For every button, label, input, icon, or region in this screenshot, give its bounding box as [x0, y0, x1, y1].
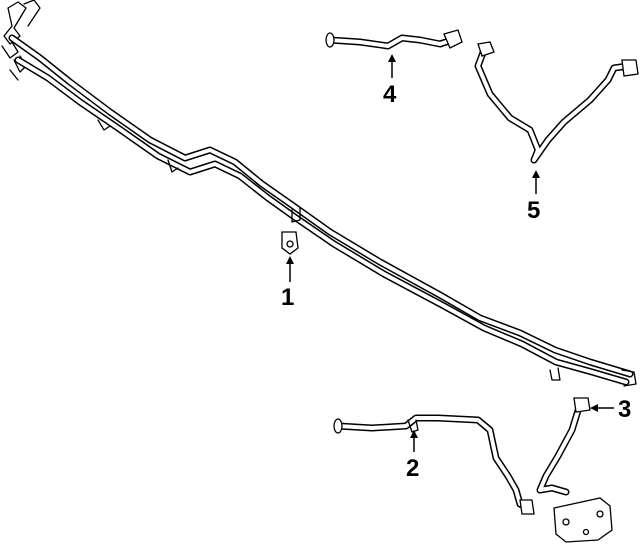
- part-2-hose: [333, 414, 535, 515]
- part-4-end-fitting-left: [325, 32, 335, 48]
- part-3-end-fitting-top: [573, 397, 591, 413]
- part-1-mounting-bracket: [281, 231, 299, 255]
- part-5-end-fitting-right: [621, 59, 639, 77]
- part-4-end-fitting-right: [443, 29, 463, 49]
- callout-4[interactable]: 4: [383, 54, 397, 108]
- part-2-end-fitting-right: [519, 499, 535, 515]
- callout-5[interactable]: 5: [527, 170, 540, 224]
- callout-2[interactable]: 2: [406, 430, 419, 482]
- callout-3-arrowhead: [590, 404, 598, 412]
- part-4-hose: [325, 29, 463, 50]
- callout-5-arrowhead: [532, 170, 540, 178]
- part-3-hose: [536, 397, 613, 543]
- part-3-cooler-bracket: [553, 497, 613, 543]
- part-2-end-fitting-left: [333, 418, 343, 434]
- callout-2-label: 2: [406, 455, 419, 482]
- part-1-cooler-lines: [1, 0, 637, 387]
- part-1-right-fittings: [549, 367, 637, 387]
- callout-4-label: 4: [383, 81, 397, 108]
- callout-2-arrowhead: [410, 430, 418, 438]
- callout-1-arrowhead: [286, 256, 294, 264]
- part-5-end-fitting-left: [477, 41, 495, 57]
- callout-1[interactable]: 1: [281, 256, 294, 311]
- callout-4-arrowhead: [388, 54, 396, 62]
- callout-3-label: 3: [618, 396, 631, 423]
- callout-1-label: 1: [281, 284, 294, 311]
- part-5-hose: [474, 41, 639, 164]
- callout-3[interactable]: 3: [590, 396, 631, 423]
- part-1-left-fittings: [1, 0, 41, 81]
- callout-5-label: 5: [527, 197, 540, 224]
